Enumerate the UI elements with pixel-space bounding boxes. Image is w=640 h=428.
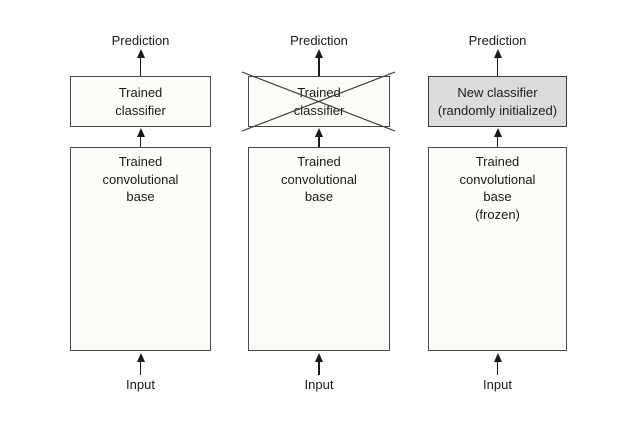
box-text-line: New classifier bbox=[457, 85, 538, 100]
box-text-line: Trained bbox=[118, 154, 163, 169]
box-text-line: base bbox=[304, 189, 334, 204]
arrow-up-icon bbox=[315, 128, 324, 148]
box-text-line: Trained bbox=[297, 85, 341, 100]
box-text-line: base bbox=[483, 189, 512, 204]
arrow-up-icon bbox=[315, 49, 324, 76]
box-text-line: base bbox=[126, 189, 155, 204]
input-label: Input bbox=[304, 377, 334, 392]
box-text-line: classifier bbox=[115, 102, 166, 118]
arrow-up-icon bbox=[493, 128, 502, 148]
arrow-up-icon bbox=[315, 353, 324, 375]
new-classifier-box: New classifier (randomly initialized) bbox=[428, 76, 567, 127]
input-label: Input bbox=[483, 377, 512, 392]
box-text-line: convolutional bbox=[459, 171, 536, 187]
box-text-line: (randomly initialized) bbox=[437, 102, 558, 118]
arrow-up-icon bbox=[136, 49, 145, 76]
arrow-up-icon bbox=[493, 353, 502, 375]
box-text-line: convolutional bbox=[281, 171, 357, 187]
box-text-line: classifier bbox=[293, 102, 345, 118]
crossed-out-classifier-box: Trained classifier bbox=[248, 76, 390, 127]
box-text-line: Trained bbox=[475, 154, 520, 169]
convolutional-base-box: Trained convolutional base bbox=[248, 147, 390, 351]
arrow-up-icon bbox=[136, 128, 145, 148]
frozen-convolutional-base-box: Trained convolutional base (frozen) bbox=[428, 147, 567, 351]
input-label: Input bbox=[126, 377, 155, 392]
convolutional-base-box: Trained convolutional base bbox=[70, 147, 211, 351]
arrow-up-icon bbox=[493, 49, 502, 76]
box-text-line: convolutional bbox=[102, 171, 179, 187]
prediction-label: Prediction bbox=[468, 33, 527, 48]
prediction-label: Prediction bbox=[111, 33, 170, 48]
trained-classifier-box: Trained classifier bbox=[70, 76, 211, 127]
arrow-up-icon bbox=[136, 353, 145, 375]
box-text-line: (frozen) bbox=[475, 206, 520, 222]
prediction-label: Prediction bbox=[290, 33, 348, 48]
box-text-line: Trained bbox=[118, 85, 163, 100]
box-text-line: Trained bbox=[297, 154, 341, 169]
